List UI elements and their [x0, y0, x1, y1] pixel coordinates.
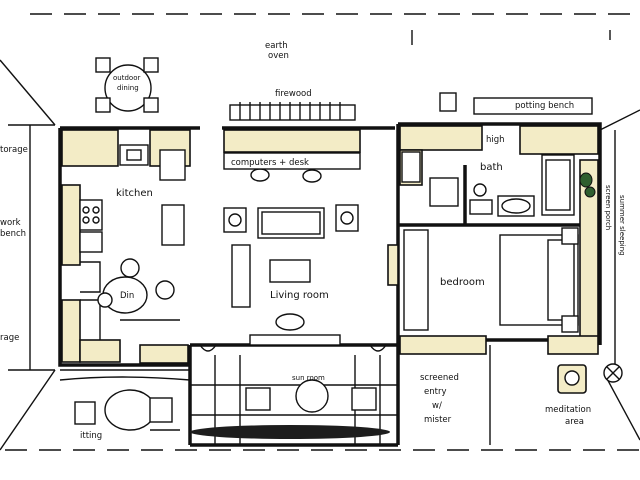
meditation-label-1: meditation: [545, 405, 591, 415]
kitchen-fixtures: [79, 144, 186, 340]
earth-oven-label-1: earth: [265, 41, 288, 51]
din-label: Din: [120, 291, 134, 301]
bedroom-fixtures: [403, 227, 579, 333]
plant-icon: [579, 172, 596, 198]
meditation-area: [557, 363, 623, 394]
outdoor-dining-label-1: outdoor: [113, 74, 140, 82]
storage-left-label: torage: [0, 145, 28, 155]
screen-porch-label: screen porch: [604, 185, 612, 230]
living-furniture: [223, 102, 361, 346]
roof-outline: [0, 59, 640, 451]
screened-entry-label-4: mister: [424, 415, 452, 425]
bath-label: bath: [480, 162, 503, 173]
meditation-label-2: area: [565, 417, 584, 427]
work-bench-label-1: work: [0, 218, 21, 228]
computers-desk-label: computers + desk: [231, 158, 309, 168]
kitchen-label: kitchen: [116, 188, 153, 199]
site-boundary: [5, 13, 640, 451]
summer-sleeping-label: summer sleeping: [618, 195, 626, 256]
work-bench-label-2: bench: [0, 229, 26, 239]
living-room-label: Living room: [270, 290, 329, 301]
outdoor-dining-table: [95, 57, 159, 113]
potting-bench-label: potting bench: [515, 101, 574, 111]
screened-entry-label-2: entry: [424, 387, 446, 397]
sunroom-fixtures: [190, 344, 398, 445]
screened-entry-label-1: screened: [420, 373, 459, 383]
outdoor-dining-label-2: dining: [117, 84, 139, 92]
exterior-walls: [58, 122, 602, 447]
bath-fixtures: [401, 151, 575, 217]
potting-bench-shape: [439, 92, 593, 115]
sitting-label: itting: [80, 431, 102, 441]
firewood-label: firewood: [275, 89, 312, 99]
labels: earth oven outdoor dining firewood potti…: [0, 41, 626, 441]
cabinetry: [61, 125, 599, 364]
sun-room-label: sun room: [292, 374, 325, 382]
storage-lower-label: rage: [0, 333, 19, 343]
screened-entry-label-3: w/: [432, 401, 442, 411]
high-label: high: [486, 135, 505, 145]
earth-oven-label-2: oven: [268, 51, 289, 61]
sitting-area: [59, 369, 191, 431]
bedroom-label: bedroom: [440, 277, 485, 288]
